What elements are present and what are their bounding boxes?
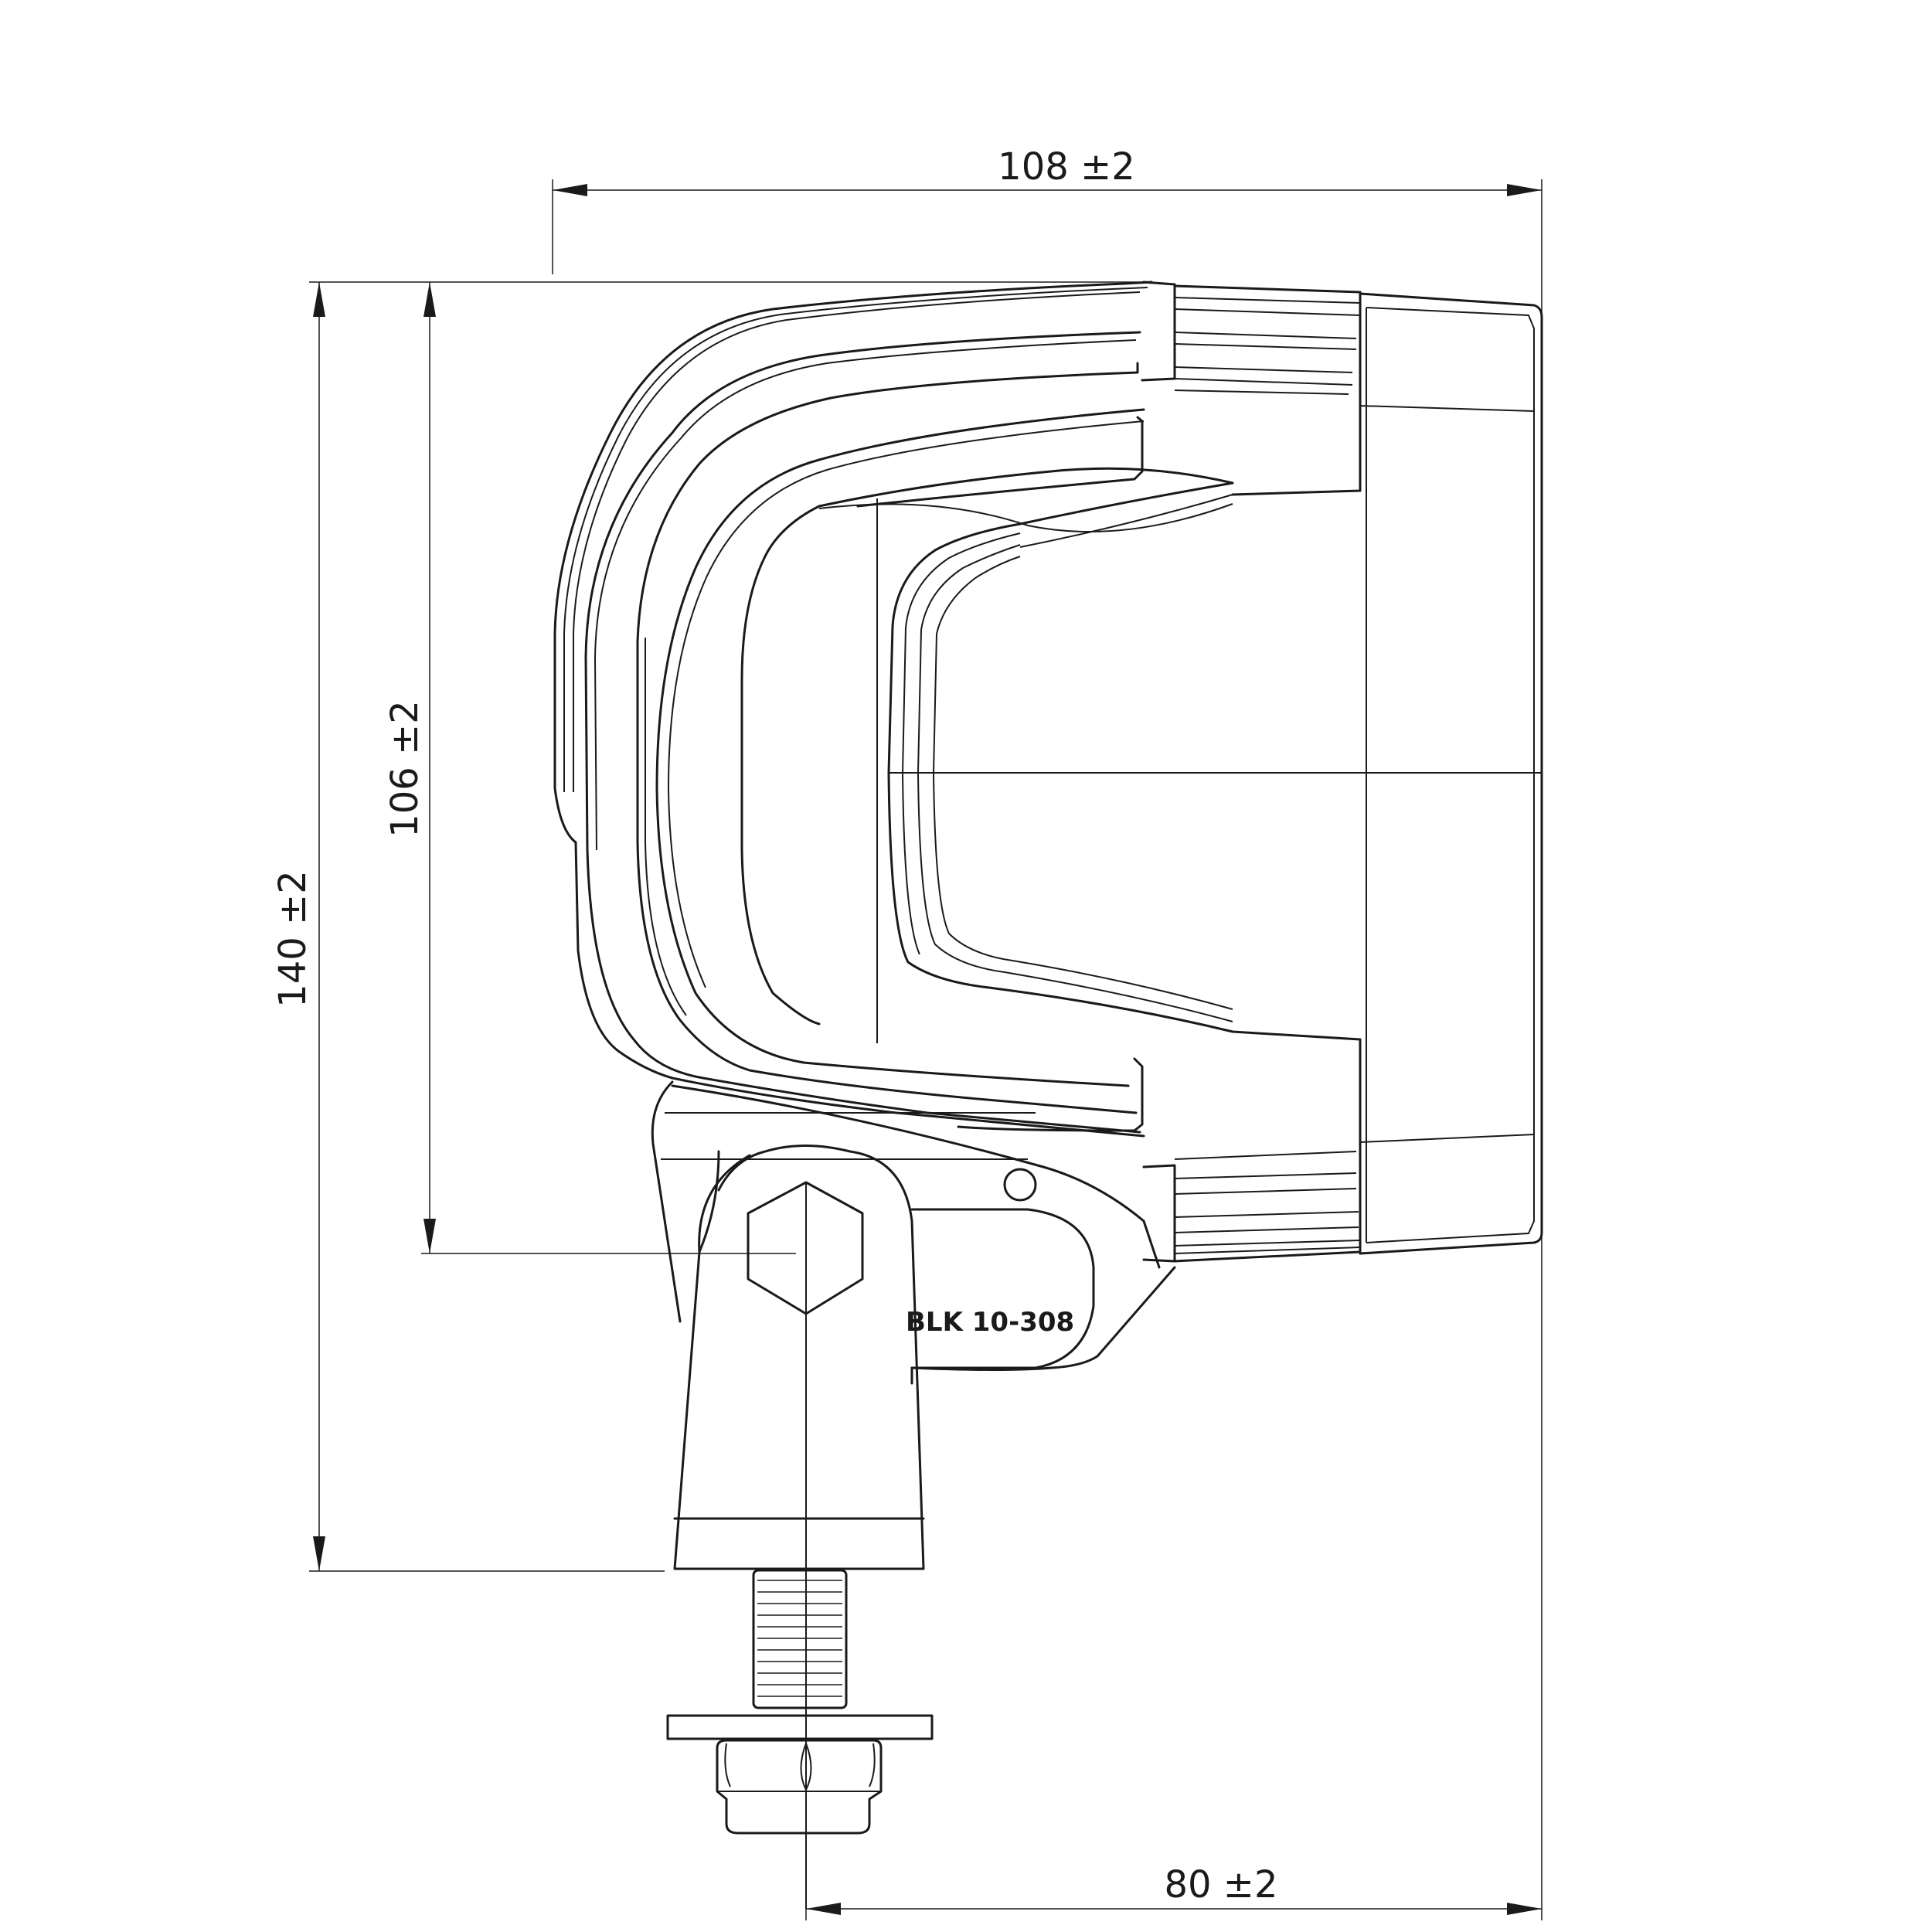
threaded-stud [752,1569,848,1709]
dimension-lamp-height-label: 106 ±2 [383,700,427,838]
mounting-stem [673,1145,925,1909]
mounting-bracket [651,1080,1176,1385]
washer [666,1714,934,1740]
dimension-mount-offset-label: 80 ±2 [1164,1863,1277,1906]
lamp-front-bezel [889,281,1543,1263]
lamp-housing [553,281,1234,1138]
dimension-overall-height-label: 140 ±2 [271,870,315,1008]
dimension-lamp-height: 106 ±2 [383,282,796,1254]
dimension-overall-height: 140 ±2 [271,281,1144,1572]
dimension-overall-width-label: 108 ±2 [998,145,1135,189]
part-marking: BLK 10-308 [906,1307,1074,1338]
hex-nut [716,1739,883,1835]
dimension-overall-width: 108 ±2 [552,145,1543,1920]
